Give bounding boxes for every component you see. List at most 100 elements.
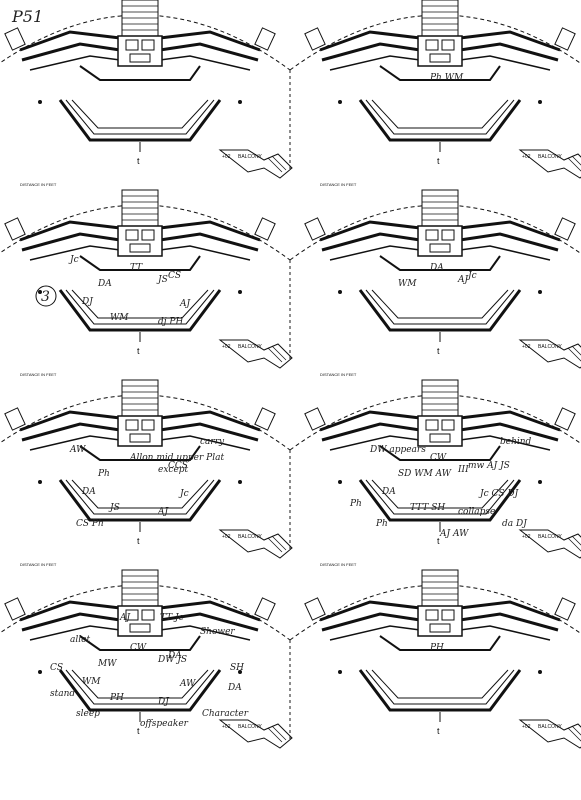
handwritten-annotation: TT Jc xyxy=(160,613,184,623)
centerline-label: t xyxy=(137,156,140,166)
handwritten-annotation: AW xyxy=(69,445,86,455)
handwritten-annotation: WM xyxy=(398,279,417,289)
scale-caption: DISTANCE IN FEET xyxy=(20,372,57,377)
scale-caption: DISTANCE IN FEET xyxy=(320,562,357,567)
balcony-label: BALCONY xyxy=(538,534,563,540)
balcony-label: BALCONY xyxy=(538,724,563,730)
handwritten-annotation: Jc xyxy=(68,255,79,265)
handwritten-annotation: DA xyxy=(97,279,112,289)
handwritten-annotation: SH xyxy=(230,663,244,673)
scale-caption: DISTANCE IN FEET xyxy=(20,562,57,567)
handwritten-annotation: DA xyxy=(227,683,242,693)
handwritten-annotation: WM xyxy=(110,313,129,323)
handwritten-annotation: Ph WM xyxy=(429,73,464,83)
handwritten-annotation: Jc xyxy=(178,489,189,499)
handwritten-annotation: TTT SH xyxy=(410,503,445,513)
handwritten-annotation: DA xyxy=(81,487,96,497)
handwritten-annotation: DA xyxy=(381,487,396,497)
handwritten-annotation: CW xyxy=(130,643,147,653)
panel-8 xyxy=(288,568,581,750)
centerline-label: t xyxy=(437,536,440,546)
centerline-label: t xyxy=(437,156,440,166)
handwritten-annotation: DJ xyxy=(81,297,94,307)
page-label: P51 xyxy=(11,7,43,26)
handwritten-annotation: Jc CS DJ xyxy=(478,489,520,499)
handwritten-annotation: Ph xyxy=(97,469,110,479)
handwritten-annotation: AJ xyxy=(119,613,131,623)
handwritten-annotation: DA xyxy=(429,263,444,273)
handwritten-annotation: MW xyxy=(97,659,117,669)
scale-caption: DISTANCE IN FEET xyxy=(20,182,57,187)
balcony-tag: +02 xyxy=(222,344,231,350)
handwritten-annotation: SD WM AW xyxy=(398,469,452,479)
handwritten-annotation: PH xyxy=(429,643,444,653)
handwritten-annotation: AJ AW xyxy=(439,529,469,539)
balcony-tag: +02 xyxy=(522,344,531,350)
balcony-label: BALCONY xyxy=(238,724,263,730)
balcony-tag: +02 xyxy=(522,724,531,730)
centerline-label: t xyxy=(437,726,440,736)
panel-3 xyxy=(0,188,294,370)
handwritten-annotation: DW JS xyxy=(157,655,187,665)
handwritten-annotation: except xyxy=(158,465,189,475)
handwritten-annotation: Jc xyxy=(466,271,477,281)
handwritten-annotation: Allon mid upper Plat xyxy=(129,453,224,463)
handwritten-annotation: DW appears xyxy=(369,445,426,455)
handwritten-annotation: DA xyxy=(167,651,182,661)
balcony-tag: +02 xyxy=(522,154,531,160)
handwritten-annotation: JS xyxy=(156,275,168,285)
handwritten-annotation: allot xyxy=(70,635,91,645)
handwritten-annotation: AJ xyxy=(457,275,469,285)
circled-number-ring xyxy=(35,285,57,307)
handwritten-annotation: Character xyxy=(202,709,249,719)
handwritten-annotation: III xyxy=(457,465,469,475)
balcony-label: BALCONY xyxy=(538,344,563,350)
handwritten-annotation: Ph xyxy=(375,519,388,529)
handwritten-annotation: WM xyxy=(82,677,101,687)
handwritten-annotation: CS Ph xyxy=(76,519,104,529)
centerline-label: t xyxy=(137,536,140,546)
handwritten-annotation: AJ xyxy=(157,507,169,517)
balcony-label: BALCONY xyxy=(238,154,263,160)
handwritten-annotation: mw AJ JS xyxy=(468,461,510,471)
handwritten-annotation: carry xyxy=(200,437,225,447)
handwritten-annotation: DJ xyxy=(157,697,170,707)
panel-5 xyxy=(0,378,294,560)
handwritten-annotation: stand xyxy=(50,689,75,699)
scale-caption: DISTANCE IN FEET xyxy=(320,182,357,187)
balcony-tag: +02 xyxy=(222,154,231,160)
handwritten-annotation: CCS xyxy=(168,461,188,471)
handwritten-annotation: AW xyxy=(179,679,196,689)
centerline-label: t xyxy=(137,346,140,356)
handwritten-annotation: TT xyxy=(130,263,143,273)
balcony-label: BALCONY xyxy=(238,344,263,350)
panel-1 xyxy=(0,0,294,180)
panel-4 xyxy=(288,188,581,370)
scale-caption: DISTANCE IN FEET xyxy=(320,372,357,377)
handwritten-annotation: dj PH xyxy=(158,317,183,327)
handwritten-annotation: Ph xyxy=(349,499,362,509)
handwritten-annotation: collapse xyxy=(458,507,495,517)
panel-2 xyxy=(288,0,581,180)
handwritten-annotation: AJ xyxy=(179,299,191,309)
balcony-label: BALCONY xyxy=(538,154,563,160)
circled-number: 3 xyxy=(41,289,50,305)
handwritten-annotation: CS xyxy=(168,271,181,281)
handwritten-annotation: Shower xyxy=(200,627,235,637)
handwritten-annotation: CS xyxy=(50,663,63,673)
centerline-label: t xyxy=(137,726,140,736)
handwritten-annotation: JS xyxy=(108,503,120,513)
balcony-tag: +02 xyxy=(222,534,231,540)
handwritten-annotation: CW xyxy=(430,453,447,463)
centerline-label: t xyxy=(437,346,440,356)
handwritten-annotation: da DJ xyxy=(502,519,528,529)
handwritten-annotation: behind xyxy=(500,437,532,447)
balcony-label: BALCONY xyxy=(238,534,263,540)
handwritten-annotation: sleep xyxy=(76,709,100,719)
balcony-tag: +02 xyxy=(522,534,531,540)
balcony-tag: +02 xyxy=(222,724,231,730)
handwritten-annotation: offspeaker xyxy=(140,719,189,729)
handwritten-annotation: PH xyxy=(109,693,124,703)
